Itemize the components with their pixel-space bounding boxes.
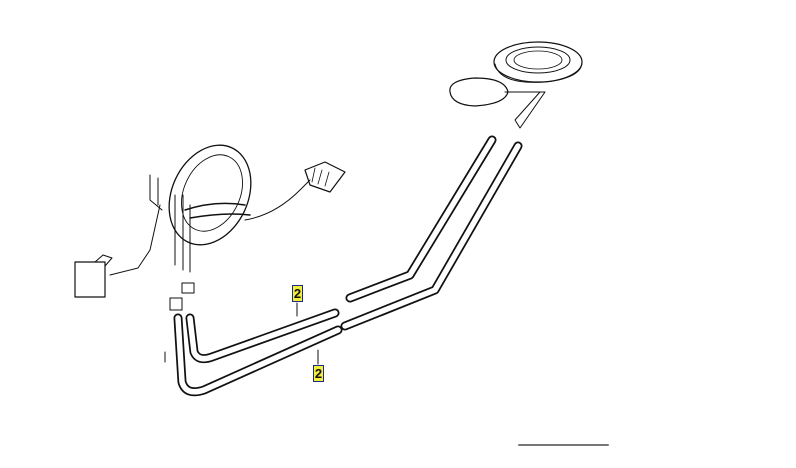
- callout-hose-upper[interactable]: 2: [292, 285, 303, 302]
- hose-upper: [185, 135, 497, 364]
- filler-flange: [449, 41, 583, 129]
- hose-lower: [173, 141, 523, 397]
- fuel-sender-unit: [74, 144, 346, 311]
- callout-hose-lower[interactable]: 2: [313, 365, 324, 382]
